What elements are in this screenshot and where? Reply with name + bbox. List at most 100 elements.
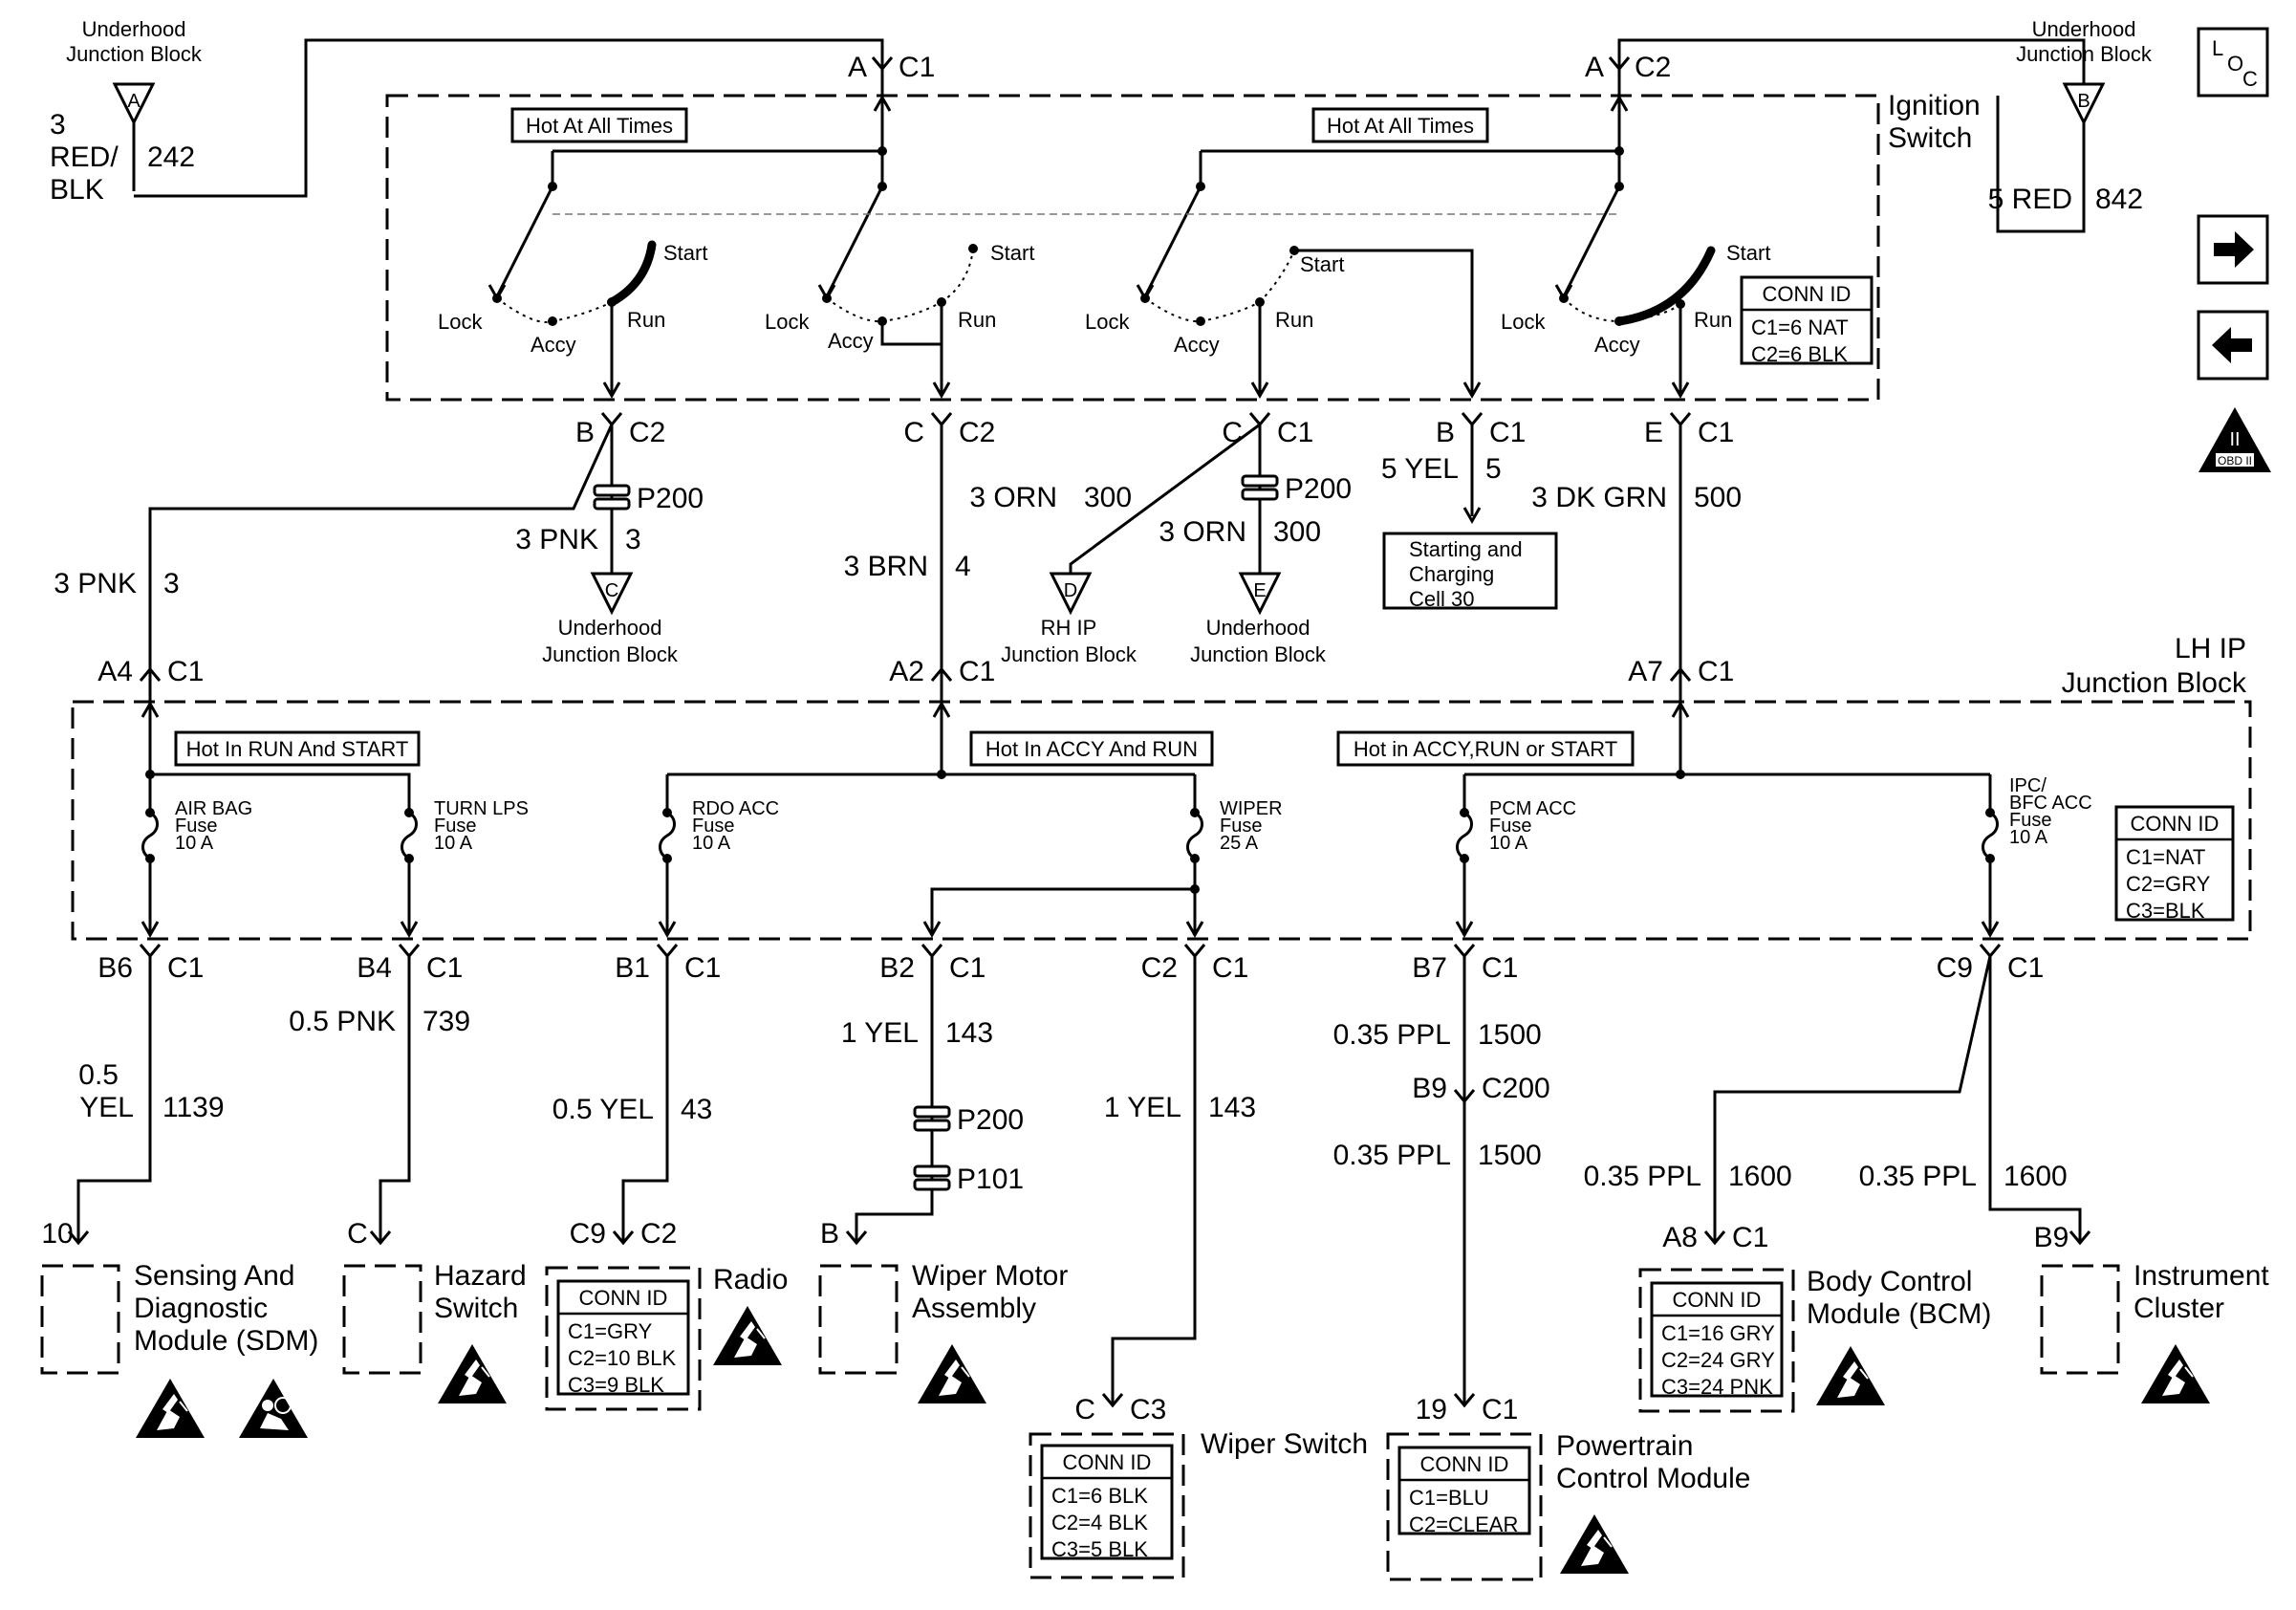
switch-contact xyxy=(548,316,557,326)
conn-ign_c_c1-pin: C xyxy=(1222,417,1243,448)
conn-jb_c9-id: C1 xyxy=(2007,952,2044,984)
pcm-outline xyxy=(1386,1432,1543,1581)
wiper-switch-pin-pin: C xyxy=(1074,1394,1095,1425)
conn-id-box xyxy=(556,1279,690,1396)
esd-warning-icon xyxy=(136,1379,205,1438)
switch-contact xyxy=(1196,316,1205,326)
splice-label: P101 xyxy=(957,1164,1024,1195)
junction-block-ref-icon xyxy=(2062,82,2106,126)
ref-label: Junction Block xyxy=(1001,642,1137,666)
switch-lock: Lock xyxy=(765,310,810,334)
wire xyxy=(930,887,1195,932)
accy-start-contact xyxy=(1614,246,1716,326)
connector-pin: A xyxy=(1585,52,1604,83)
wire-color: 0.35 PPL xyxy=(1333,1140,1451,1171)
splice-label: P200 xyxy=(637,483,704,514)
spark xyxy=(179,1395,192,1412)
conn-jb_a7-id: C1 xyxy=(1698,656,1734,687)
ref-letter: A xyxy=(127,91,141,112)
wire-circuit: 842 xyxy=(2095,184,2143,215)
pcm-pin-pin: 19 xyxy=(1416,1394,1447,1425)
arrow-left-icon[interactable] xyxy=(2197,310,2269,381)
wiper-switch-outline xyxy=(1029,1432,1185,1579)
wire-circuit: 43 xyxy=(681,1094,712,1125)
connector-icon xyxy=(1669,412,1692,427)
arrow-up-icon xyxy=(932,700,951,718)
arrow-down-icon xyxy=(1462,381,1482,400)
fuse-label: IPC/ xyxy=(2009,775,2047,796)
wire-color: 3 ORN xyxy=(969,482,1057,513)
conn-id-line: C3=5 BLK xyxy=(1051,1537,1148,1561)
fuse-icon xyxy=(141,811,159,860)
conn-jb_b2-id: C1 xyxy=(949,952,986,984)
conn-jb_b1-id: C1 xyxy=(684,952,721,984)
splice-icon xyxy=(593,484,631,497)
connector-icon xyxy=(656,944,679,959)
wire-circuit: 143 xyxy=(1208,1092,1256,1123)
switch-contact xyxy=(968,244,978,253)
conn-jb_b4-id: C1 xyxy=(426,952,463,984)
wire-color: 3 ORN xyxy=(1159,516,1246,548)
switch-contact xyxy=(877,316,887,326)
connector-icon xyxy=(845,1230,868,1246)
connector-icon xyxy=(930,412,953,427)
ref-letter: C xyxy=(605,580,618,601)
wire-circuit: 4 xyxy=(955,551,971,582)
connector-icon xyxy=(398,944,421,959)
wire-circuit: 3 xyxy=(625,524,641,555)
junction-dot xyxy=(404,854,414,863)
ignition-switch-title: Switch xyxy=(1888,122,1972,154)
arrow-up-icon xyxy=(1610,94,1629,112)
wire-circuit: 1500 xyxy=(1478,1019,1542,1051)
fuse-label: Fuse xyxy=(2009,810,2051,831)
connector-icon xyxy=(871,56,894,72)
junction-block-ref-icon xyxy=(112,82,156,126)
fuse-label: 25 A xyxy=(1220,833,1259,854)
conn-jb_b4-pin: B4 xyxy=(357,952,392,984)
fuse-label: Fuse xyxy=(434,816,476,837)
conn-jb_b7-id: C1 xyxy=(1482,952,1518,984)
label-box xyxy=(969,730,1214,767)
conn-jb_b6-id: C1 xyxy=(167,952,204,984)
switch-start: Start xyxy=(990,241,1034,265)
arrow-left-icon xyxy=(2212,327,2252,363)
wire xyxy=(1988,956,2082,1243)
sdm-pin: 10 xyxy=(41,1218,73,1250)
wire-color: 5 YEL xyxy=(1381,453,1459,485)
junction-dot xyxy=(877,146,887,156)
conn-id-title: CONN ID xyxy=(1673,1288,1762,1312)
ignition-switch-title: Ignition xyxy=(1888,90,1981,121)
conn-jb_a7-pin: A7 xyxy=(1628,656,1663,687)
airbag-warning-icon xyxy=(239,1379,308,1438)
switch-run: Run xyxy=(1275,308,1313,332)
ref-letter: B xyxy=(2077,91,2090,112)
junction-dot xyxy=(1614,182,1624,191)
conn-ign_e_c1-id: C1 xyxy=(1698,417,1734,448)
arrow-up-icon xyxy=(873,94,892,112)
radio-pin-pin: C9 xyxy=(570,1218,606,1250)
junction-dot xyxy=(1676,770,1685,779)
conn-id-line: C2=24 GRY xyxy=(1661,1348,1775,1372)
hand xyxy=(734,1321,757,1358)
fuse-label: 10 A xyxy=(1489,833,1528,854)
conn-id-line: C2=6 BLK xyxy=(1751,342,1848,366)
splice-icon xyxy=(593,497,631,511)
fuse-label: PCM ACC xyxy=(1489,798,1576,819)
fuse-label: TURN LPS xyxy=(434,798,529,819)
connector-icon xyxy=(930,666,953,682)
switch-contact xyxy=(1614,316,1624,326)
junction-dot xyxy=(662,854,672,863)
spark xyxy=(756,1322,769,1339)
hand xyxy=(459,1360,482,1396)
switch-run: Run xyxy=(1694,308,1732,332)
junction-block-title: Junction Block xyxy=(2062,667,2247,699)
fuse-label: 10 A xyxy=(692,833,731,854)
arrow-right-icon[interactable] xyxy=(2197,214,2269,285)
radio-outline xyxy=(545,1266,702,1411)
conn-id-box xyxy=(1040,1444,1174,1560)
wiper-switch-label: Wiper Switch xyxy=(1201,1428,1368,1460)
arrow-down-icon xyxy=(602,381,621,400)
wire-circuit: 242 xyxy=(147,141,195,173)
wire-color: 3 PNK xyxy=(54,568,137,599)
hazard-pin: C xyxy=(347,1218,368,1250)
